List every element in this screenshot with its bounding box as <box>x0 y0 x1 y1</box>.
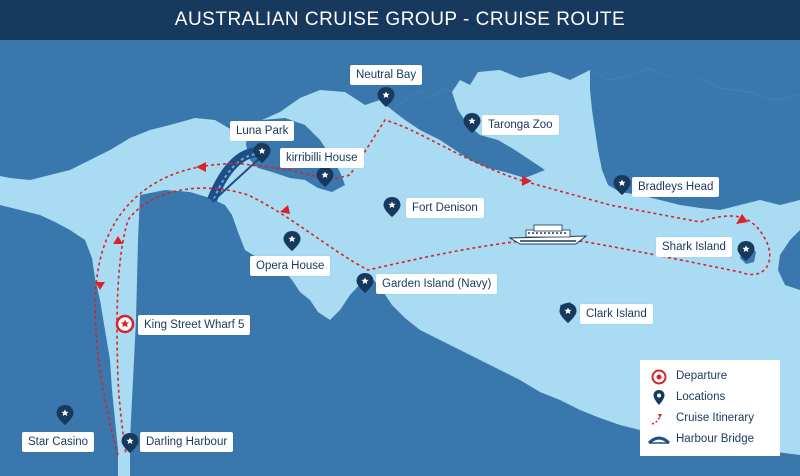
label-darling-harbour: Darling Harbour <box>140 432 234 452</box>
cruise-ship-icon <box>508 224 588 245</box>
cruise-route <box>94 119 771 456</box>
legend-row-itinerary: Cruise Itinerary <box>640 410 780 428</box>
label-kirribilli-house: kirribilli House <box>280 148 364 168</box>
legend-row-bridge: Harbour Bridge <box>640 431 780 449</box>
legend-row-locations: Locations <box>640 389 780 407</box>
legend-departure-label: Departure <box>676 370 728 382</box>
legend-bridge-label: Harbour Bridge <box>676 433 754 445</box>
pin-icon-fort-denison <box>383 197 401 217</box>
label-fort-denison: Fort Denison <box>406 198 484 218</box>
label-king-street-wharf: King Street Wharf 5 <box>138 315 251 335</box>
title-bar: AUSTRALIAN CRUISE GROUP - CRUISE ROUTE <box>0 0 800 40</box>
label-luna-park: Luna Park <box>230 121 295 141</box>
legend-itinerary-label: Cruise Itinerary <box>676 412 754 424</box>
departure-icon <box>115 314 135 334</box>
legend: Departure Locations Cruise Itinerary Har… <box>640 360 780 456</box>
pin-icon-opera-house <box>283 231 301 251</box>
label-shark-island: Shark Island <box>656 237 732 257</box>
legend-row-departure: Departure <box>640 368 780 386</box>
label-taronga-zoo: Taronga Zoo <box>482 115 559 135</box>
route-arrows <box>95 162 748 290</box>
itinerary-legend-icon <box>651 414 662 425</box>
map-title: AUSTRALIAN CRUISE GROUP - CRUISE ROUTE <box>174 9 626 30</box>
location-pin-legend-icon <box>653 390 665 405</box>
departure-legend-icon <box>651 369 667 385</box>
label-neutral-bay: Neutral Bay <box>350 65 423 85</box>
legend-locations-label: Locations <box>676 391 726 403</box>
pin-icon-clark-island <box>559 303 577 323</box>
label-garden-island: Garden Island (Navy) <box>376 274 498 294</box>
bridge-legend-icon <box>648 436 670 445</box>
label-bradleys-head: Bradleys Head <box>632 177 720 197</box>
label-clark-island: Clark Island <box>580 304 653 324</box>
label-star-casino: Star Casino <box>22 432 95 452</box>
label-opera-house: Opera House <box>250 256 331 276</box>
